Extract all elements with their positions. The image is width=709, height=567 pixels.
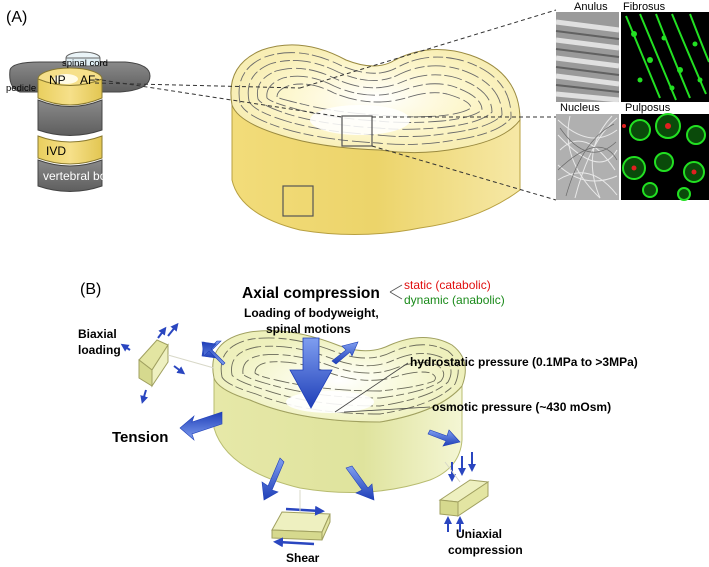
fibrosus-label: Fibrosus: [623, 1, 666, 13]
connector-lines: [94, 9, 557, 201]
osmotic-label: osmotic pressure (~430 mOsm): [432, 400, 611, 414]
disc-3d-panel-b: [212, 330, 466, 493]
micrograph-anulus-fluorescent: [621, 12, 709, 102]
biaxial-loading-block: [120, 322, 186, 404]
dynamic-label: dynamic (anabolic): [404, 293, 505, 307]
shear-label: Shear: [286, 551, 320, 565]
loading-label-line2: spinal motions: [266, 322, 351, 336]
static-label: static (catabolic): [404, 278, 491, 292]
loading-label-line1: Loading of bodyweight,: [244, 306, 379, 320]
hydrostatic-label: hydrostatic pressure (0.1MPa to >3MPa): [410, 355, 638, 369]
af-label: AF: [80, 73, 95, 87]
micrograph-anulus-gray: [555, 12, 620, 103]
pulposus-label: Pulposus: [625, 102, 671, 114]
ivd-label: IVD: [46, 144, 66, 158]
tension-arrows: [179, 340, 461, 501]
disc-3d-panel-a: [230, 44, 521, 236]
biaxial-label-line1: Biaxial: [78, 327, 117, 341]
vertebral-body-label: vertebral body: [43, 169, 119, 183]
shear-block: [271, 505, 331, 548]
panel-b-label: (B): [80, 281, 101, 298]
spine-schematic: [9, 51, 151, 192]
axial-compression-arrow: [289, 337, 333, 409]
axial-compression-label: Axial compression: [242, 285, 380, 302]
micrograph-nucleus-gray: [556, 114, 619, 200]
uniaxial-label-line2: compression: [448, 543, 523, 557]
nucleus-label: Nucleus: [560, 102, 600, 114]
anulus-label: Anulus: [574, 1, 608, 13]
spinal-cord-label: spinal cord: [62, 58, 108, 69]
micrograph-nucleus-fluorescent: [621, 113, 709, 201]
pedicle-label: pedicle: [6, 83, 36, 94]
tension-label: Tension: [112, 429, 168, 446]
uniaxial-label-line1: Uniaxial: [456, 527, 502, 541]
panel-a-label: (A): [6, 9, 27, 26]
uniaxial-block: [438, 452, 490, 532]
np-label: NP: [49, 73, 66, 87]
biaxial-label-line2: loading: [78, 343, 121, 357]
